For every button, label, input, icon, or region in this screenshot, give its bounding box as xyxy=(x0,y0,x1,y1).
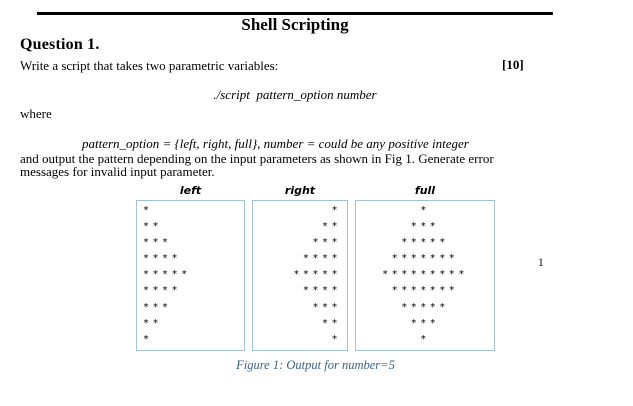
pattern-box-full: ****************************************… xyxy=(355,200,495,351)
header-rule xyxy=(37,12,553,15)
pattern-row: ** xyxy=(321,221,341,233)
pattern-row: *** xyxy=(143,301,172,313)
figure-caption: Figure 1: Output for number=5 xyxy=(236,358,395,372)
pattern-box-right: ************************* xyxy=(252,200,348,351)
page-title: Shell Scripting xyxy=(241,15,349,34)
pattern-row: **** xyxy=(302,253,341,265)
pattern-box-left: ************************* xyxy=(136,200,245,351)
pattern-row: *** xyxy=(143,237,172,249)
pattern-row: ********* xyxy=(382,269,468,281)
figure-panel-right: right************************* xyxy=(252,183,348,351)
where-label: where xyxy=(20,106,52,121)
pattern-row: * xyxy=(420,205,430,216)
panel-label-left: left xyxy=(179,184,202,197)
pattern-row: ***** xyxy=(401,237,449,249)
pattern-row: * xyxy=(331,333,341,345)
pattern-row: ***** xyxy=(293,269,341,281)
pattern-row: * xyxy=(143,333,153,345)
pattern-row: * xyxy=(143,205,153,216)
command-line: ./script pattern_option number xyxy=(213,87,377,102)
pattern-row: ***** xyxy=(401,301,449,313)
pattern-row: **** xyxy=(143,285,182,297)
body-text-line1: and output the pattern depending on the … xyxy=(20,151,494,166)
figure-panels: left*************************right******… xyxy=(136,183,495,351)
pattern-row: ** xyxy=(143,221,163,233)
panel-label-full: full xyxy=(414,184,436,197)
pattern-row: ******* xyxy=(391,285,459,297)
pattern-row: ******* xyxy=(391,253,459,265)
body-text-line2: messages for invalid input parameter. xyxy=(20,164,215,179)
pattern-row: **** xyxy=(143,253,182,265)
pattern-row: ** xyxy=(143,317,163,329)
pattern-row: **** xyxy=(302,285,341,297)
figure-panel-full: full************************************… xyxy=(355,183,495,351)
pattern-row: ***** xyxy=(143,269,191,281)
question-prompt: Write a script that takes two parametric… xyxy=(20,58,279,73)
question-heading: Question 1. xyxy=(20,36,100,53)
pattern-row: *** xyxy=(312,301,341,313)
pattern-row: *** xyxy=(312,237,341,249)
page-number: 1 xyxy=(538,257,544,269)
pattern-row: * xyxy=(420,333,430,345)
pattern-row: * xyxy=(331,205,341,216)
panel-label-right: right xyxy=(284,184,316,197)
pattern-row: *** xyxy=(410,317,440,329)
pattern-row: ** xyxy=(321,317,341,329)
figure-panel-left: left************************* xyxy=(136,183,245,351)
parameter-definition: pattern_option = {left, right, full}, nu… xyxy=(82,136,469,151)
marks-label: [10] xyxy=(502,57,524,72)
pattern-row: *** xyxy=(410,221,440,233)
figure-1: left*************************right******… xyxy=(136,183,495,373)
